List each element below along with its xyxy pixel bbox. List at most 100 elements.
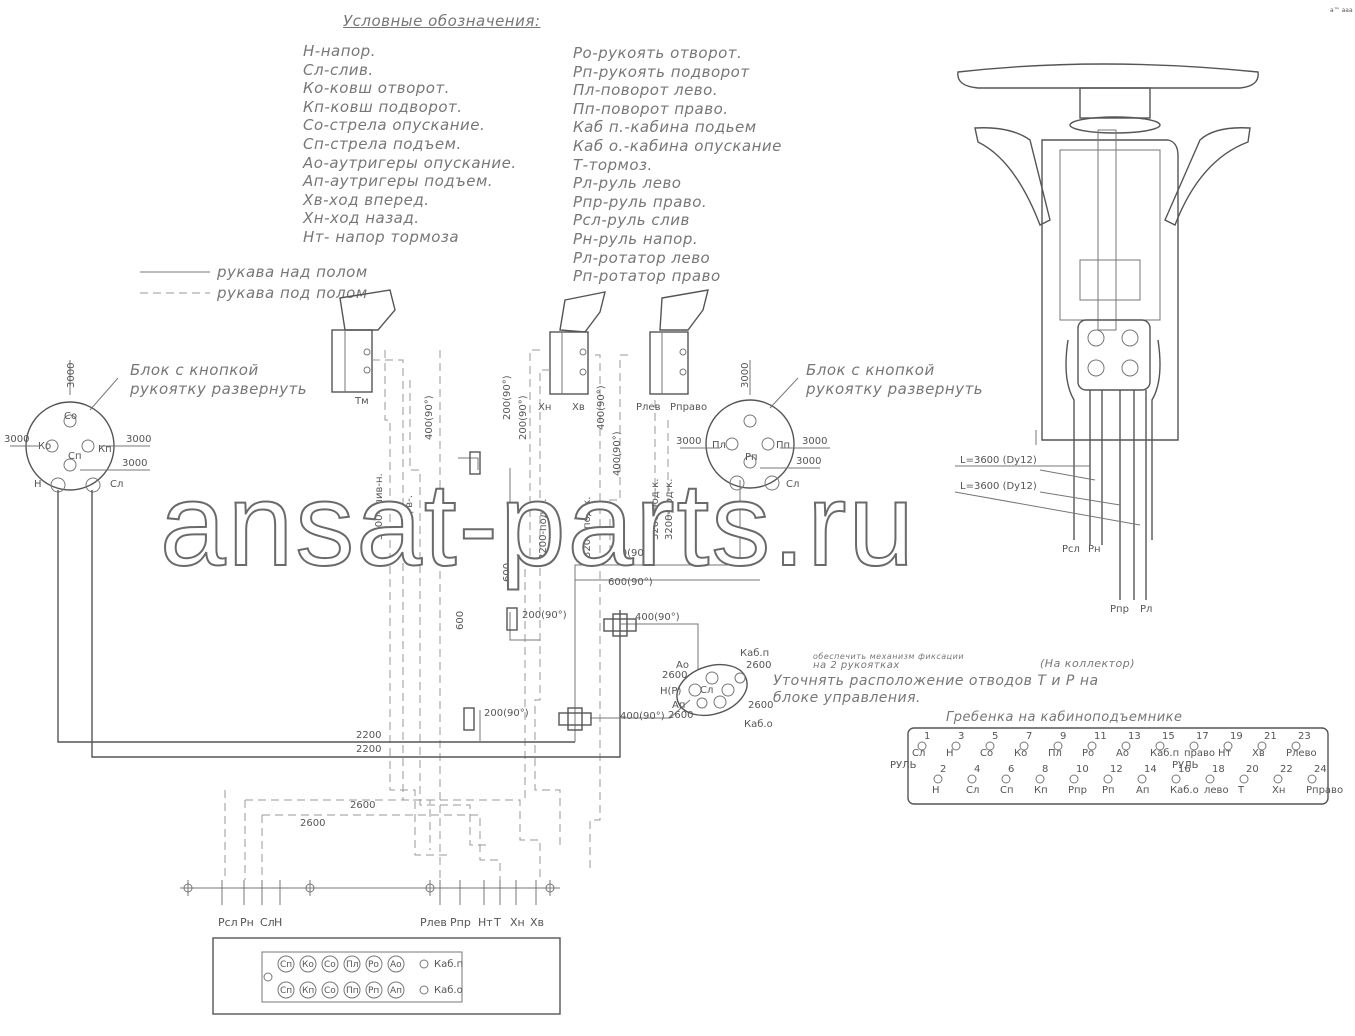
svg-text:400(90°): 400(90°) [612, 431, 623, 476]
svg-text:Н: Н [34, 479, 42, 490]
svg-text:600: 600 [502, 563, 513, 582]
comb-port-number: 7 [1026, 731, 1032, 742]
comb-port-label: Пл [1048, 748, 1062, 759]
comb-port-label: Сл [966, 785, 979, 796]
manifold-port [299, 955, 317, 973]
comb-panel [907, 727, 1329, 805]
legend-item: Сп-стрела подъем. [303, 134, 462, 153]
valve-2600-c: 2600 [748, 700, 773, 711]
ap-label: Ап [672, 700, 685, 711]
rsl-label: Рсл [1062, 544, 1080, 555]
comb-port-number: 23 [1298, 731, 1311, 742]
svg-text:3000: 3000 [796, 456, 821, 467]
bottom-port-label: Т [493, 916, 501, 929]
comb-port-label: Нт [1218, 748, 1232, 759]
svg-text:3000: 3000 [740, 363, 751, 388]
manifold-port [277, 955, 295, 973]
svg-text:3200-под-к.: 3200-под-к. [538, 499, 549, 560]
corner-mark: a™ aaa [1330, 7, 1353, 14]
comb-port [1001, 774, 1011, 784]
svg-text:Сл: Сл [700, 685, 713, 696]
legend-item: Рл-ротатор лево [573, 248, 711, 267]
comb-port-label: Ао [1116, 748, 1129, 759]
svg-text:Со: Со [64, 411, 77, 422]
legend-item: Т-тормоз. [573, 155, 653, 174]
svg-text:3000: 3000 [802, 436, 827, 447]
comb-port [1239, 774, 1249, 784]
comb-title: Гребенка на кабиноподъемнике [946, 710, 1183, 725]
comb-port [1155, 741, 1165, 751]
legend-item: Рсл-руль слив [573, 211, 690, 230]
comb-port [1121, 741, 1131, 751]
clarify-note-2: блоке управления. [773, 690, 922, 706]
comb-port-label: Хн [1272, 785, 1285, 796]
block-left-label-2: рукоятку развернуть [130, 380, 308, 398]
manifold-port-label: Кп [302, 986, 314, 996]
fixing-note: обеспечить механизм фиксации [813, 652, 965, 661]
legend-item: Рпр-руль право. [573, 192, 708, 211]
manifold-port [343, 981, 361, 999]
manifold-right-label: Каб.п [434, 959, 463, 970]
bottom-port-label: Хв [530, 916, 544, 929]
legend-item: Рп-ротатор право [573, 267, 721, 286]
manifold-box [212, 937, 561, 1015]
dim-200-90-b: 200(90°) [484, 708, 529, 719]
svg-text:3200-под-к.: 3200-под-к. [664, 479, 675, 540]
svg-text:3000: 3000 [4, 434, 29, 445]
valve-manifold: Н(Р) Сл [660, 663, 748, 717]
valve-2600-d: 2600 [668, 710, 693, 721]
hose-routes-above-floor [57, 457, 760, 758]
bottom-port-label: Рсл [218, 916, 238, 929]
comb-port [1087, 741, 1097, 751]
comb-rul-label: РУЛЬ [890, 760, 917, 771]
comb-port-number: 8 [1042, 764, 1048, 775]
comb-port [1257, 741, 1267, 751]
comb-port-label: Сл [912, 748, 925, 759]
svg-text:Ко: Ко [38, 441, 51, 452]
manifold-port [387, 981, 405, 999]
comb-port-number: 10 [1076, 764, 1089, 775]
manifold-port-label: Пп [346, 986, 359, 996]
legend-item: Ап-аутригеры подъем. [303, 172, 494, 191]
comb-rul-label: РУЛЬ [1172, 760, 1199, 771]
comb-port-label: Кп [1034, 785, 1048, 796]
dim-2200-a: 2200 [356, 730, 381, 741]
comb-port-number: 2 [940, 764, 946, 775]
legend-item: Н-напор. [303, 42, 376, 60]
manifold-port-label: Сп [280, 960, 292, 970]
bottom-port-label: Хн [510, 916, 525, 929]
manifold-port-label: Пл [346, 960, 359, 970]
legend-item: Ко-ковш отворот. [303, 79, 450, 98]
kabn-label: Каб.п [740, 648, 769, 659]
svg-text:3000: 3000 [126, 434, 151, 445]
l3600-label-b: L=3600 (Dy12) [960, 481, 1037, 492]
comb-port-number: 18 [1212, 764, 1225, 775]
cross-fitting-lower [558, 707, 592, 731]
comb-port-label: Ко [1014, 748, 1027, 759]
comb-port-label: Н [932, 785, 940, 796]
l3600-label-a: L=3600 (Dy12) [960, 455, 1037, 466]
comb-port [1273, 774, 1283, 784]
bottom-port-label: Нт [478, 916, 493, 929]
dim-2600-a: 2600 [350, 800, 375, 811]
dim-400-90-c: 400(90°) [424, 395, 435, 440]
dim-600: 600 [455, 611, 466, 630]
comb-port-label: право [1184, 748, 1215, 759]
steering-column-drawing [954, 63, 1259, 600]
legend-item: Ао-аутригеры опускание. [303, 153, 517, 172]
manifold-port [387, 955, 405, 973]
legend-item: Каб п.-кабина подьем [573, 118, 757, 137]
comb-port [1069, 774, 1079, 784]
hv-joystick-label: Хв [572, 402, 585, 413]
fixing-note-2: на 2 рукоятках [813, 660, 900, 671]
clarify-note-1: Уточнять расположение отводов Т и Р на [773, 673, 1099, 689]
bottom-port-label: Сл [260, 916, 275, 929]
comb-port-number: 4 [974, 764, 980, 775]
comb-port-label: Ап [1136, 785, 1149, 796]
manifold-port-label: Рп [368, 986, 379, 996]
manifold-port-label: Со [324, 960, 336, 970]
svg-text:Сп: Сп [68, 451, 82, 462]
manifold-box-inner [261, 951, 463, 1003]
legend-item: Ро-рукоять отворот. [573, 44, 743, 62]
